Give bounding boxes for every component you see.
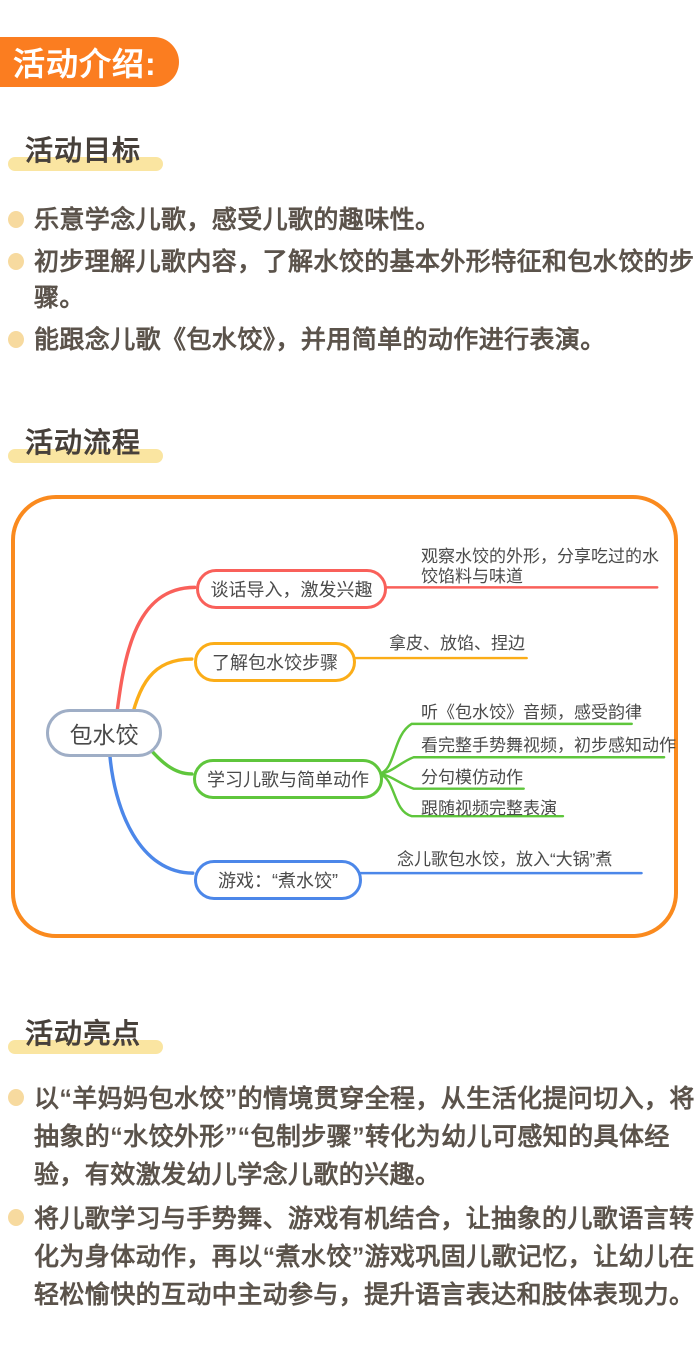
mindmap-leaf-note: 跟随视频完整表演 [421, 799, 557, 818]
mindmap-branch-node: 了解包水饺步骤 [194, 642, 356, 682]
branch-label: 学习儿歌与简单动作 [207, 770, 369, 790]
section-goals-title: 活动目标 [8, 135, 163, 171]
mindmap-leaf-note: 念儿歌包水饺，放入“大锅”煮 [397, 850, 613, 869]
title-highlight-bar [8, 157, 163, 171]
section-highlights-title: 活动亮点 [8, 1018, 163, 1054]
mindmap-leaf-note: 观察水饺的外形，分享吃过的水饺馅料与味道 [421, 547, 659, 586]
header-badge: 活动介绍: [0, 37, 179, 87]
goals-title-text: 活动目标 [25, 135, 142, 166]
highlights-list: 以“羊妈妈包水饺”的情境贯穿全程，从生活化提问切入，将抽象的“水饺外形”“包制步… [8, 1080, 700, 1314]
mindmap-panel: 包水饺 谈话导入，激发兴趣 了解包水饺步骤 学习儿歌与简单动作 游戏：“煮水饺”… [11, 495, 678, 938]
branch-label: 了解包水饺步骤 [212, 653, 338, 673]
highlight-text: 将儿歌学习与手势舞、游戏有机结合，让抽象的儿歌语言转化为身体动作，再以“煮水饺”… [34, 1205, 695, 1309]
title-highlight-bar [8, 449, 163, 463]
list-item: 初步理解儿歌内容，了解水饺的基本外形特征和包水饺的步骤。 [8, 244, 700, 316]
section-process-title: 活动流程 [8, 427, 163, 463]
branch-label: 谈话导入，激发兴趣 [210, 580, 373, 600]
goals-list: 乐意学念儿歌，感受儿歌的趣味性。 初步理解儿歌内容，了解水饺的基本外形特征和包水… [8, 202, 700, 358]
branch-curve-red [113, 585, 197, 729]
leaf-line-green-4 [377, 772, 565, 818]
goal-text: 初步理解儿歌内容，了解水饺的基本外形特征和包水饺的步骤。 [34, 248, 695, 312]
bullet-dot-icon [8, 1209, 24, 1226]
list-item: 将儿歌学习与手势舞、游戏有机结合，让抽象的儿歌语言转化为身体动作，再以“煮水饺”… [8, 1200, 700, 1314]
branch-curve-blue [107, 746, 195, 875]
leaf-line-green-2 [377, 756, 666, 776]
mindmap-branch-node: 游戏：“煮水饺” [194, 860, 362, 900]
branch-label: 游戏：“煮水饺” [218, 871, 338, 891]
bullet-dot-icon [8, 211, 24, 228]
mindmap-leaf-note: 拿皮、放馅、捏边 [389, 634, 525, 653]
list-item: 能跟念儿歌《包水饺》，并用简单的动作进行表演。 [8, 322, 700, 358]
list-item: 乐意学念儿歌，感受儿歌的趣味性。 [8, 202, 700, 238]
root-label: 包水饺 [69, 722, 139, 748]
header-badge-label: 活动介绍: [13, 46, 157, 82]
bullet-dot-icon [8, 1089, 24, 1106]
goal-text: 能跟念儿歌《包水饺》，并用简单的动作进行表演。 [34, 326, 606, 354]
highlights-title-text: 活动亮点 [25, 1018, 142, 1049]
mindmap-branch-node: 学习儿歌与简单动作 [193, 759, 383, 799]
goal-text: 乐意学念儿歌，感受儿歌的趣味性。 [34, 206, 441, 234]
highlight-text: 以“羊妈妈包水饺”的情境贯穿全程，从生活化提问切入，将抽象的“水饺外形”“包制步… [34, 1085, 695, 1189]
bullet-dot-icon [8, 331, 24, 348]
mindmap-leaf-note: 听《包水饺》音频，感受韵律 [421, 703, 642, 722]
title-highlight-bar [8, 1040, 163, 1054]
mindmap-branch-node: 谈话导入，激发兴趣 [196, 569, 387, 609]
mindmap-leaf-note: 分句模仿动作 [421, 768, 523, 787]
mindmap-root-node: 包水饺 [46, 709, 162, 757]
bullet-dot-icon [8, 253, 24, 270]
list-item: 以“羊妈妈包水饺”的情境贯穿全程，从生活化提问切入，将抽象的“水饺外形”“包制步… [8, 1080, 700, 1194]
mindmap-leaf-note: 看完整手势舞视频，初步感知动作 [421, 736, 676, 755]
process-title-text: 活动流程 [25, 427, 142, 458]
